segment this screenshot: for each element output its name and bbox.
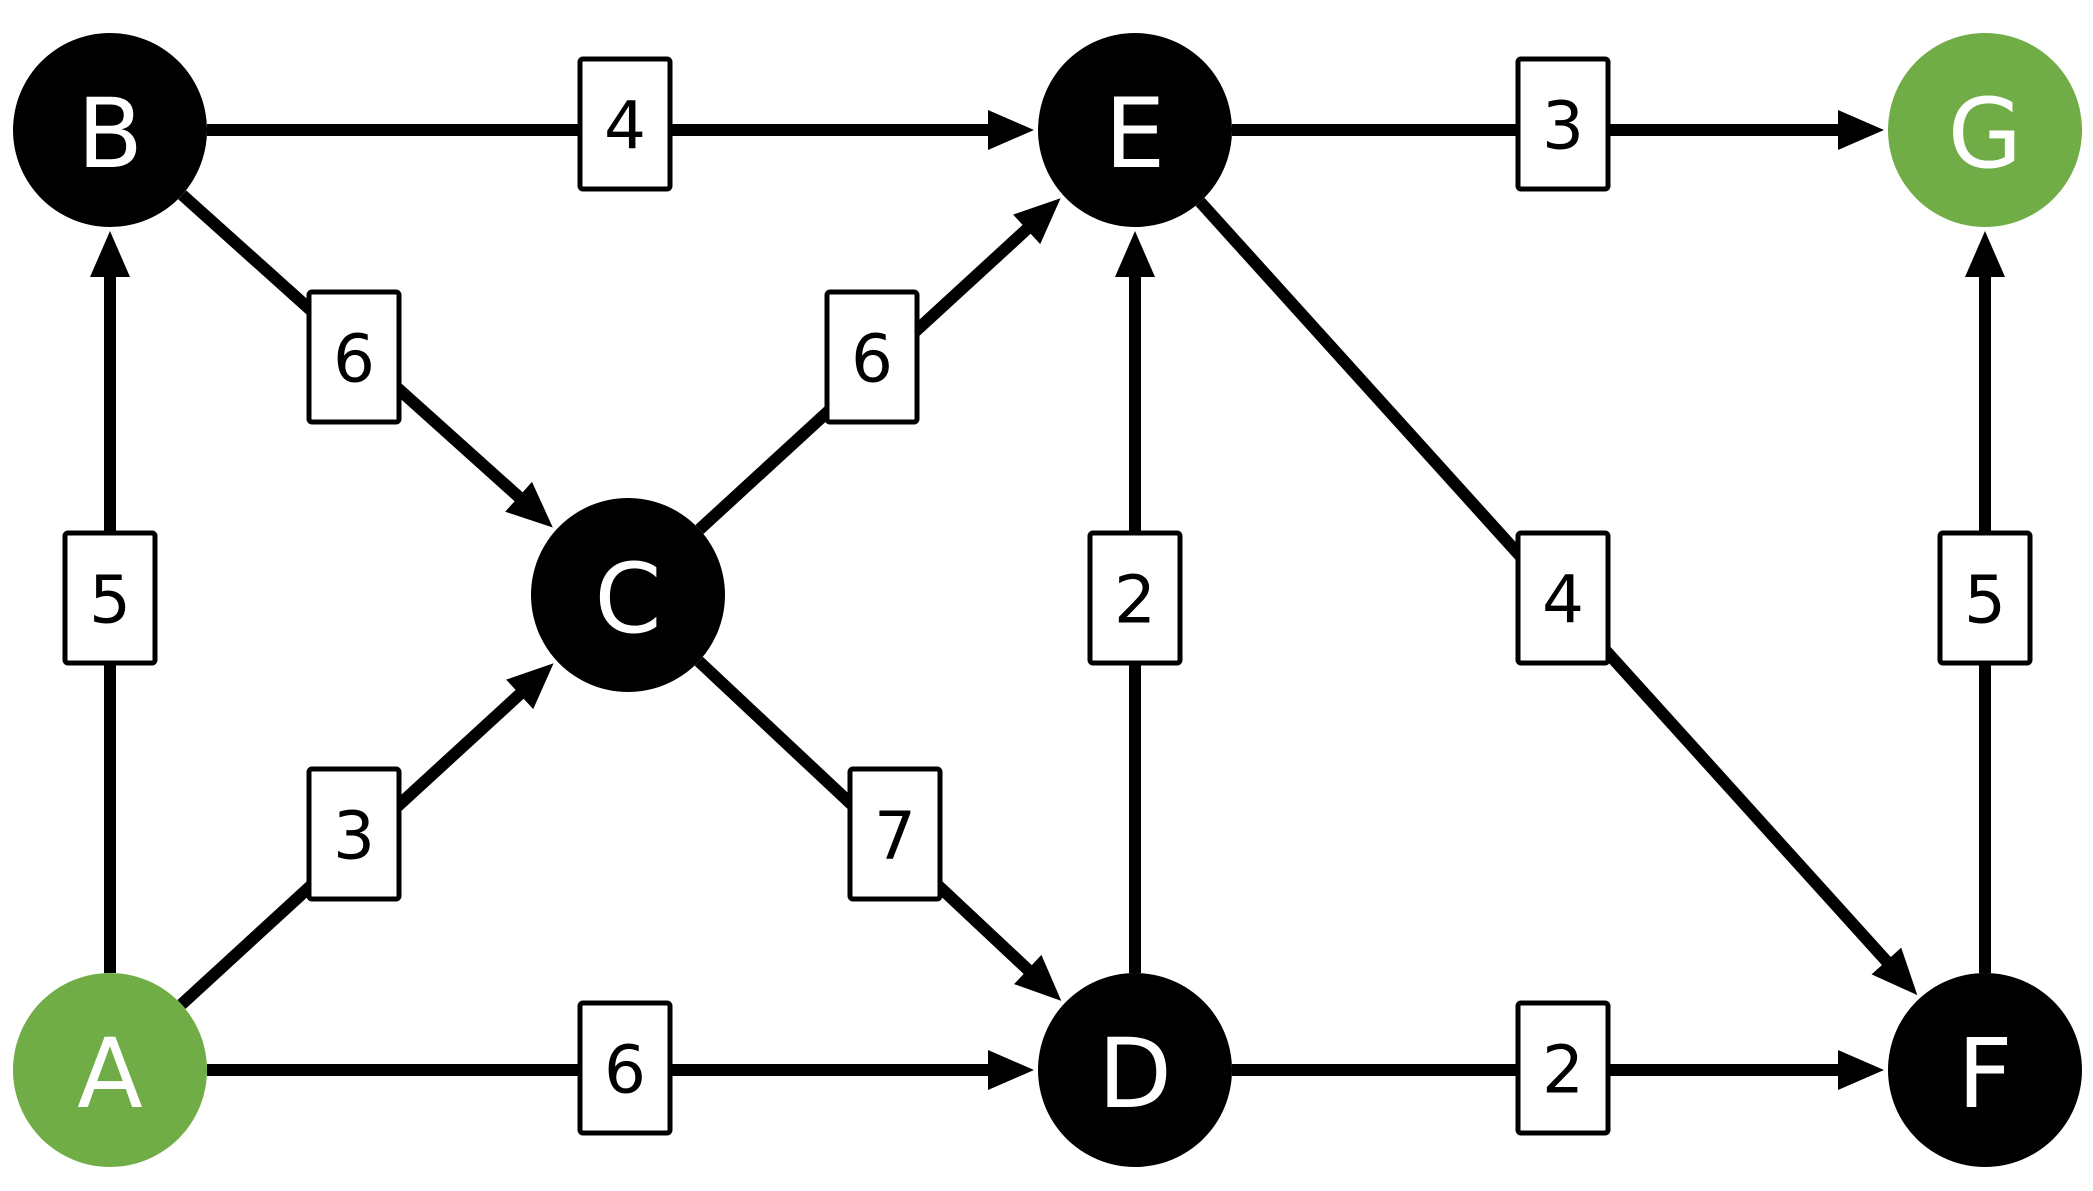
weight-box [1937, 530, 2033, 666]
weight-label: 3 [333, 798, 375, 875]
edges-layer [90, 110, 2005, 1090]
arrowhead-icon [1871, 947, 1918, 996]
node-C: C [531, 498, 725, 692]
weight-box [1515, 1000, 1611, 1136]
weight-box [824, 289, 920, 425]
node-circle [1038, 33, 1232, 227]
edge-weight-E-G: 3 [1515, 56, 1611, 192]
weight-label: 6 [333, 321, 375, 398]
weight-label: 2 [1542, 1032, 1584, 1109]
weight-label: 3 [1542, 88, 1584, 165]
edge-weight-B-C: 6 [306, 289, 402, 425]
arrowhead-icon [1115, 231, 1155, 277]
arrowhead-icon [505, 481, 553, 528]
node-label: C [594, 543, 661, 655]
weight-label: 5 [1964, 562, 2006, 639]
edge-weight-A-B: 5 [62, 530, 158, 666]
weight-box [1087, 530, 1183, 666]
edge-weights-layer: 5 3 6 6 4 7 6 2 2 4 3 5 [62, 56, 2033, 1136]
weight-box [577, 56, 673, 192]
nodes-layer: A B C D E F G [13, 33, 2082, 1167]
weight-box [577, 1000, 673, 1136]
edge-weight-D-E: 2 [1087, 530, 1183, 666]
arrowhead-icon [506, 663, 554, 710]
node-F: F [1888, 973, 2082, 1167]
arrowhead-icon [1013, 198, 1061, 245]
node-label: D [1098, 1018, 1172, 1130]
weight-label: 7 [874, 798, 916, 875]
node-circle [13, 33, 207, 227]
edge-weight-A-C: 3 [306, 766, 402, 902]
arrowhead-icon [1014, 954, 1062, 1001]
node-circle [1038, 973, 1232, 1167]
arrowhead-icon [988, 110, 1034, 150]
weight-box [847, 766, 943, 902]
edge-weight-C-D: 7 [847, 766, 943, 902]
node-E: E [1038, 33, 1232, 227]
weight-label: 6 [851, 321, 893, 398]
edge-weight-D-F: 2 [1515, 1000, 1611, 1136]
weight-box [306, 289, 402, 425]
node-label: A [77, 1018, 143, 1130]
node-A: A [13, 973, 207, 1167]
weight-label: 4 [604, 88, 646, 165]
arrowhead-icon [988, 1050, 1034, 1090]
edge-weight-B-E: 4 [577, 56, 673, 192]
node-circle [531, 498, 725, 692]
node-label: F [1957, 1018, 2012, 1130]
arrowhead-icon [1965, 231, 2005, 277]
node-G: G [1888, 33, 2082, 227]
arrowhead-icon [90, 231, 130, 277]
node-label: E [1105, 78, 1166, 190]
node-circle [1888, 973, 2082, 1167]
edge-weight-F-G: 5 [1937, 530, 2033, 666]
node-label: G [1948, 78, 2022, 190]
weight-box [1515, 56, 1611, 192]
edge-weight-C-E: 6 [824, 289, 920, 425]
weight-label: 5 [89, 562, 131, 639]
weight-label: 2 [1114, 562, 1156, 639]
node-B: B [13, 33, 207, 227]
weight-label: 4 [1542, 562, 1584, 639]
arrowhead-icon [1838, 110, 1884, 150]
weight-box [62, 530, 158, 666]
node-D: D [1038, 973, 1232, 1167]
node-circle [13, 973, 207, 1167]
weight-box [306, 766, 402, 902]
edge-weight-A-D: 6 [577, 1000, 673, 1136]
node-label: B [77, 78, 143, 190]
edge-weight-E-F: 4 [1515, 530, 1611, 666]
weight-label: 6 [604, 1032, 646, 1109]
weight-box [1515, 530, 1611, 666]
arrowhead-icon [1838, 1050, 1884, 1090]
node-circle [1888, 33, 2082, 227]
